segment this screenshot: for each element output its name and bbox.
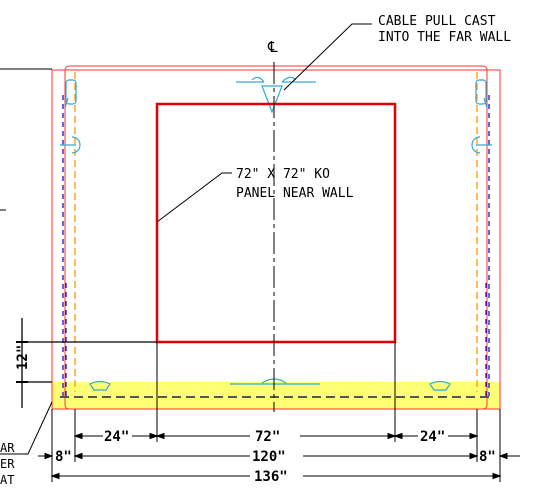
ko-note-line1: 72" X 72" KO [236,167,330,182]
dim-120: 120" [252,449,286,465]
dim-row-3 [50,472,502,480]
hidden-wall-lines [60,72,492,398]
cable-pull-note: CABLE PULL CAST INTO THE FAR WALL [283,14,511,91]
centerline: ℄ [267,38,278,412]
dim-row-2 [38,452,520,460]
cable-pull-note-line2: INTO THE FAR WALL [378,30,511,45]
pulling-iron-right-icon [471,136,492,154]
left-note-line2: ER [0,457,15,471]
dim-24-left: 24" [104,429,129,445]
dim-8-left: 8" [55,449,72,465]
centerline-symbol: ℄ [267,38,278,56]
dim-row-1 [73,432,479,440]
ko-panel [155,102,397,344]
floor-slab-highlight [52,382,500,409]
left-note-line1: AR [0,441,15,455]
dim-24-right: 24" [420,429,445,445]
dim-12-label: 12" [15,345,31,370]
cast-in-hardware [60,76,492,391]
pulling-iron-left-icon [60,136,81,154]
dim-12-vertical [16,318,157,408]
ko-note-line2: PANEL NEAR WALL [236,186,354,201]
dim-8-right: 8" [479,449,496,465]
ko-panel-note: 72" X 72" KO PANEL NEAR WALL [156,167,354,223]
dim-72: 72" [255,429,280,445]
dim-136: 136" [254,469,288,485]
vault-outline [51,65,501,410]
cable-pull-note-line1: CABLE PULL CAST [378,14,496,29]
cable-pull-icon [261,85,283,114]
left-note-line3: AT [0,473,14,487]
left-edge-annotations: AR ER AT [0,68,53,487]
